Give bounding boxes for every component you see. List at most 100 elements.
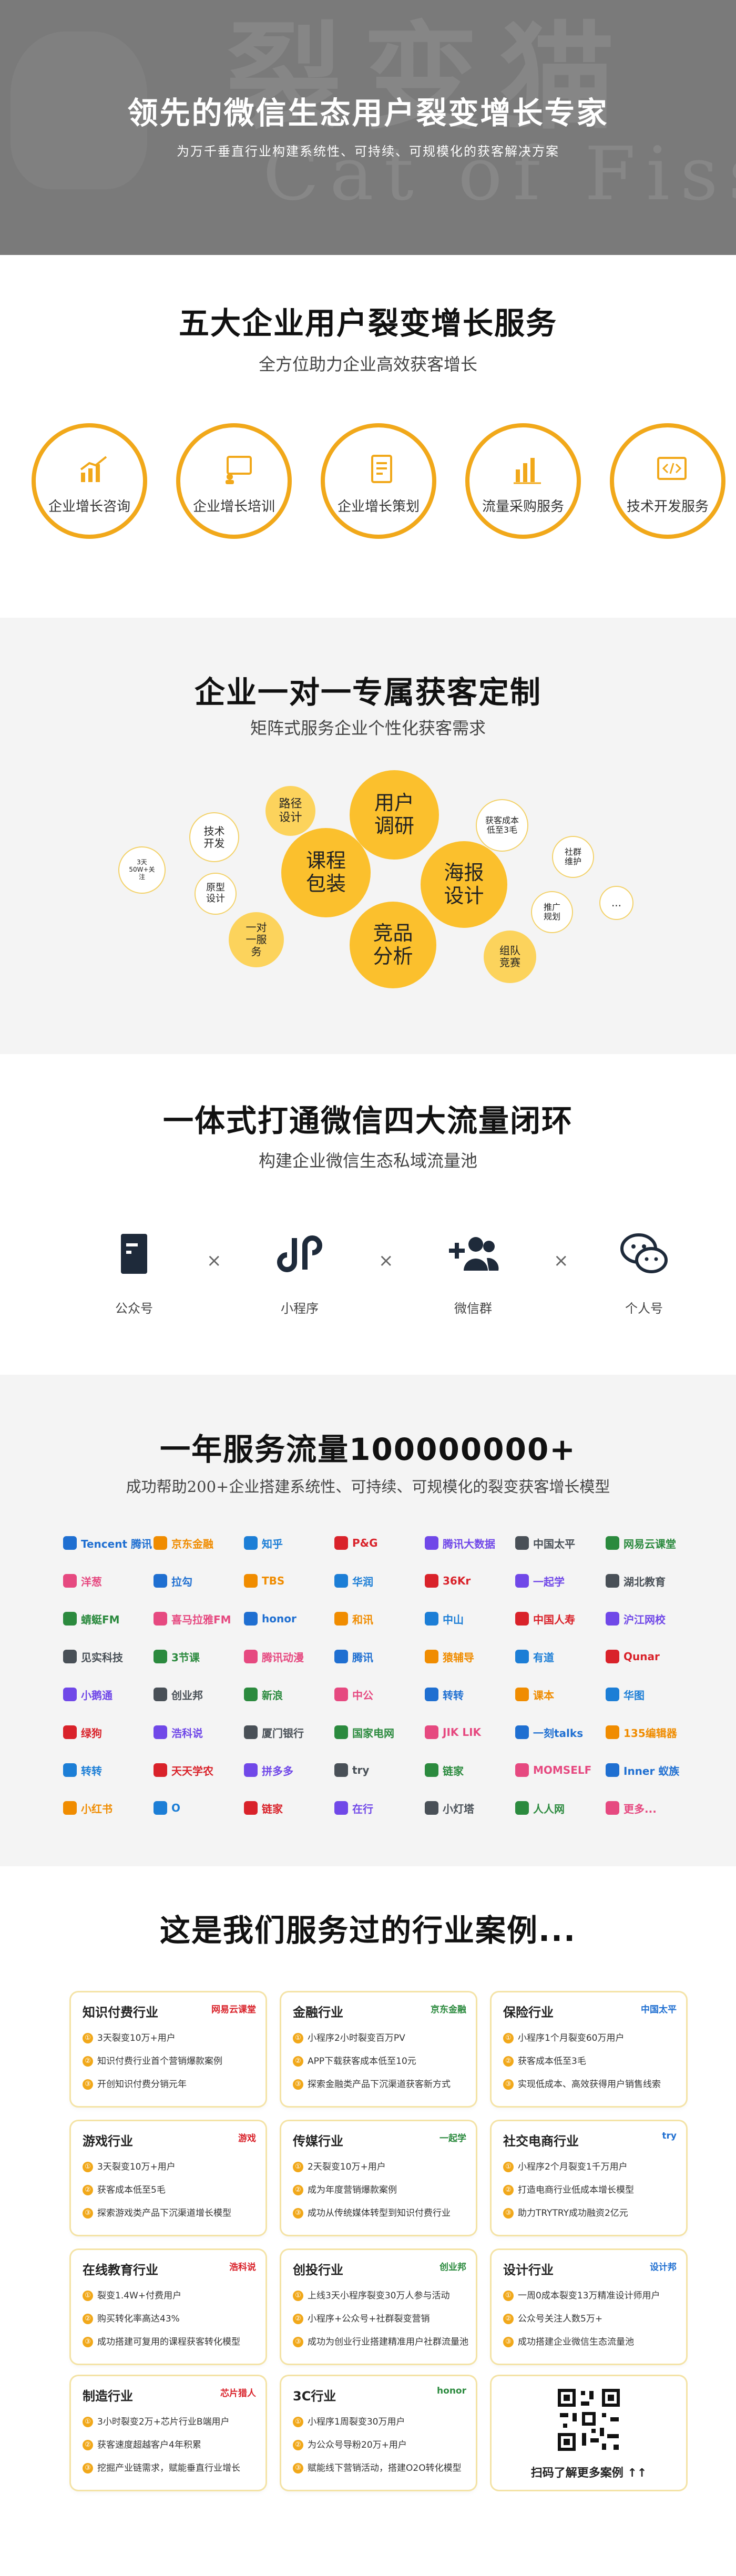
logo-text: 拼多多 (262, 1764, 293, 1777)
hero-subtitle: 为万千垂直行业构建系统性、可持续、可规模化的获客解决方案 (177, 144, 559, 159)
client-logo: 蜻蜓FM (63, 1608, 152, 1629)
logo-text: 新浪 (262, 1689, 283, 1702)
case-result-text: 获客速度超越客户4年积累 (97, 2440, 201, 2450)
logo-text: Inner 蚁族 (623, 1764, 680, 1777)
logo-text: 小鹅通 (81, 1689, 113, 1702)
case-result-text: 探索游戏类产品下沉渠道增长模型 (97, 2208, 231, 2219)
logo-text: 湖北教育 (623, 1575, 666, 1588)
wechat-group[interactable]: 微信群 (431, 1228, 515, 1316)
logo-text: 课本 (533, 1689, 554, 1702)
logo-text: 腾讯动漫 (262, 1651, 304, 1664)
service-growth-consulting[interactable]: 企业增长咨询 (32, 423, 147, 539)
client-logo: 喜马拉雅FM (154, 1608, 243, 1629)
case-result-text: 公众号关注人数5万+ (518, 2314, 603, 2324)
wechat-official-account[interactable]: 公众号 (92, 1228, 176, 1316)
client-logo: 中国人寿 (515, 1608, 605, 1629)
logo-text: 知乎 (262, 1537, 283, 1550)
case-result-text: 获客成本低至3毛 (518, 2056, 586, 2067)
service-tech-dev[interactable]: 技术开发服务 (610, 423, 725, 539)
logo-mark-icon (425, 1574, 438, 1588)
case-client-logo: 一起学 (439, 2133, 466, 2144)
bullet-icon: ① (503, 2291, 514, 2301)
client-logo: 小红书 (63, 1797, 152, 1818)
wechat-mini-program[interactable]: 小程序 (258, 1228, 342, 1316)
case-title: 3C行业 (293, 2389, 336, 2404)
services-subtitle: 全方位助力企业高效获客增长 (258, 354, 477, 374)
case-result-text: 购买转化率高达43% (97, 2314, 180, 2324)
bullet-icon: ① (83, 2417, 93, 2427)
client-logo: 网易云课堂 (606, 1532, 695, 1553)
client-logo: 更多... (606, 1797, 695, 1818)
logo-text: 创业邦 (171, 1689, 203, 1702)
bubble-fan-rate: 3天50W+关注 (118, 846, 166, 894)
client-logo: 小鹅通 (63, 1684, 152, 1705)
bullet-icon: ② (503, 2056, 514, 2067)
bubble-more: ... (599, 886, 633, 920)
mini-program-icon (277, 1235, 322, 1272)
case-result-text: APP下载获客成本低至10元 (308, 2056, 416, 2067)
logo-text: JIK LIK (443, 1726, 482, 1739)
logo-mark-icon (244, 1650, 258, 1663)
service-growth-training[interactable]: 企业增长培训 (176, 423, 292, 539)
hero-banner: 裂变猫 Cat of Fission 领先的微信生态用户裂变增长专家 为万千垂直… (0, 0, 736, 255)
logo-text: Qunar (623, 1650, 660, 1663)
wechat-personal[interactable]: 个人号 (602, 1228, 686, 1316)
service-label: 流量采购服务 (482, 499, 564, 515)
logo-text: 国家电网 (352, 1726, 394, 1740)
logo-mark-icon (63, 1688, 77, 1701)
service-growth-planning[interactable]: 企业增长策划 (321, 423, 436, 539)
qr-card[interactable]: 扫码了解更多案例 ↑↑ (492, 2376, 686, 2490)
logo-mark-icon (515, 1650, 529, 1663)
client-logo: 国家电网 (334, 1722, 424, 1743)
case-result-text: 3天裂变10万+用户 (97, 2033, 176, 2043)
logo-mark-icon (154, 1612, 167, 1626)
client-logo: Inner 蚁族 (606, 1760, 695, 1781)
traffic-subtitle: 成功帮助200+企业搭建系统性、可持续、可规模化的裂变获客增长模型 (126, 1478, 610, 1496)
logo-mark-icon (154, 1650, 167, 1663)
case-client-logo: try (662, 2131, 677, 2141)
client-logo: 链家 (244, 1797, 333, 1818)
case-title: 金融行业 (293, 2005, 343, 2020)
logo-text: 腾讯 (352, 1651, 373, 1664)
bullet-icon: ③ (83, 2208, 93, 2219)
bullet-icon: ① (293, 2417, 303, 2427)
official-account-icon (121, 1234, 147, 1274)
client-logo: 创业邦 (154, 1684, 243, 1705)
logo-mark-icon (334, 1574, 348, 1588)
service-traffic-purchase[interactable]: 流量采购服务 (465, 423, 581, 539)
logo-mark-icon (244, 1574, 258, 1588)
bubble-path-design: 路径设计 (265, 786, 315, 836)
times-separator: × (207, 1250, 222, 1271)
bullet-icon: ② (293, 2440, 303, 2450)
logo-text: 36Kr (443, 1575, 471, 1587)
bullet-icon: ③ (83, 2337, 93, 2347)
client-logo: 猿辅导 (425, 1646, 514, 1667)
client-logo: Tencent 腾讯 (63, 1532, 152, 1553)
logo-mark-icon (334, 1725, 348, 1739)
bullet-icon: ③ (293, 2079, 303, 2090)
logo-mark-icon (154, 1763, 167, 1777)
client-logo: 拉勾 (154, 1570, 243, 1591)
logo-mark-icon (425, 1763, 438, 1777)
logo-text: 浩科说 (171, 1726, 203, 1740)
service-label: 企业增长策划 (337, 499, 420, 515)
client-logo: 36Kr (425, 1570, 514, 1591)
